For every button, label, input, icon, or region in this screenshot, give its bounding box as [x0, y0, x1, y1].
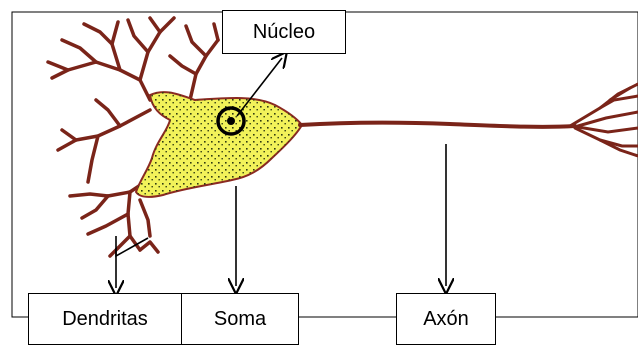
soma-stipple	[136, 92, 302, 197]
axon-terminals	[570, 84, 638, 156]
axon-shaft	[300, 123, 575, 127]
axon-label: Axón	[396, 293, 496, 345]
dendrites-label: Dendritas	[28, 293, 182, 345]
soma-label: Soma	[181, 293, 299, 345]
nucleus-label: Núcleo	[222, 10, 346, 54]
diagram-frame	[12, 12, 638, 317]
